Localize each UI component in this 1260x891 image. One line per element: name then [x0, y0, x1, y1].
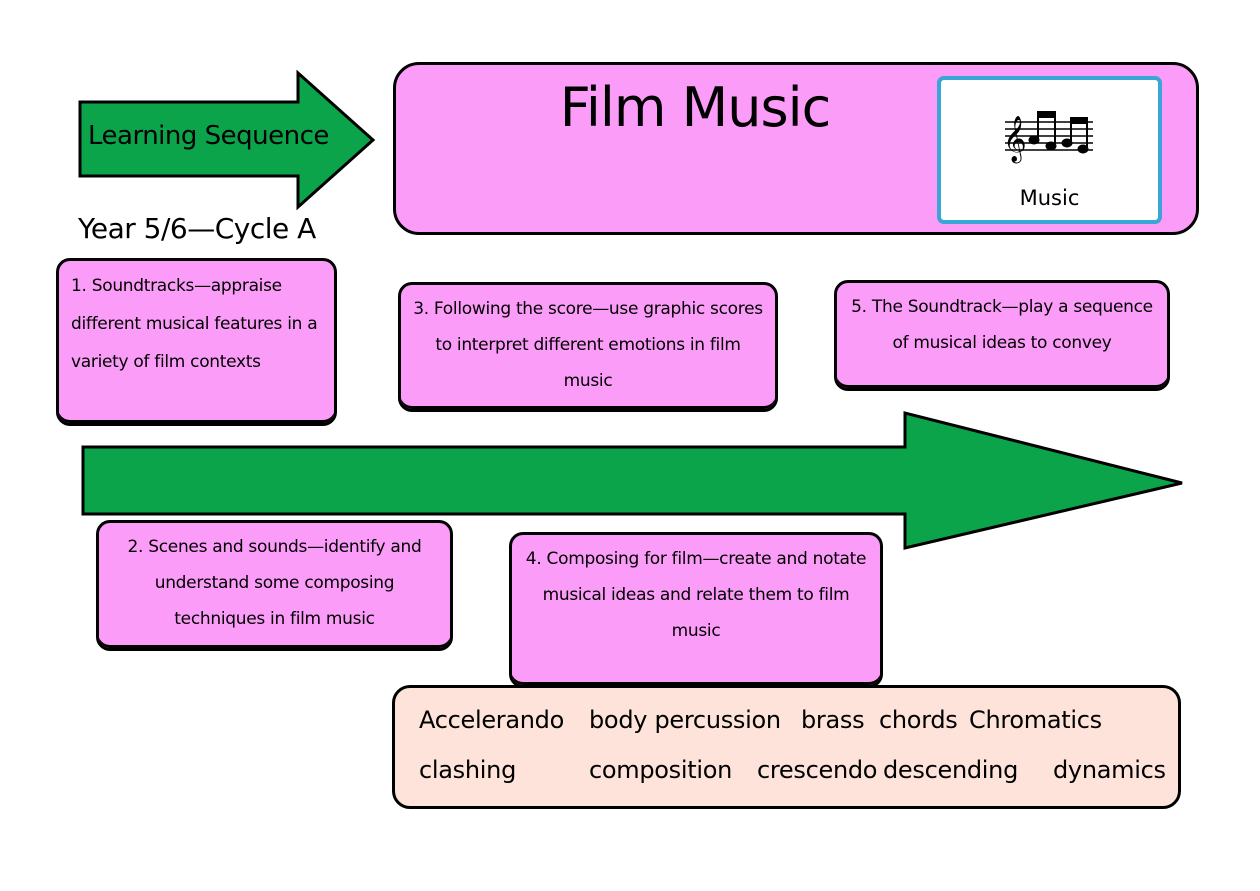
- step-2-box: 2. Scenes and sounds—identify and unders…: [96, 520, 453, 651]
- vocab-word: dynamics: [1053, 756, 1166, 784]
- step-4-text: 4. Composing for film—create and notate …: [525, 549, 867, 641]
- page-title: Film Music: [559, 76, 832, 139]
- svg-text:𝄞: 𝄞: [1003, 116, 1027, 164]
- step-3-box: 3. Following the score—use graphic score…: [398, 282, 778, 412]
- vocab-word: Accelerando: [419, 706, 564, 734]
- learning-sequence-arrow-shape: [78, 69, 376, 211]
- subject-card: 𝄞 Music: [937, 76, 1162, 224]
- step-5-box: 5. The Soundtrack—play a sequence of mus…: [834, 280, 1170, 391]
- vocab-word: composition: [589, 756, 733, 784]
- music-notes-icon: 𝄞: [1003, 111, 1093, 164]
- step-2-text: 2. Scenes and sounds—identify and unders…: [127, 537, 422, 629]
- step-5-text: 5. The Soundtrack—play a sequence of mus…: [851, 297, 1153, 353]
- step-1-box: 1. Soundtracks—appraise different musica…: [56, 258, 337, 426]
- step-3-text: 3. Following the score—use graphic score…: [413, 299, 763, 391]
- vocab-word: clashing: [419, 756, 516, 784]
- step-4-box: 4. Composing for film—create and notate …: [509, 532, 883, 688]
- vocab-word: chords: [879, 706, 958, 734]
- vocab-word: Chromatics: [969, 706, 1102, 734]
- vocab-word: body percussion: [589, 706, 781, 734]
- subject-label: Music: [1019, 186, 1080, 210]
- vocab-word: crescendo: [757, 756, 878, 784]
- vocabulary-box: Accelerando body percussion brass chords…: [392, 685, 1181, 809]
- step-1-text: 1. Soundtracks—appraise different musica…: [71, 276, 318, 372]
- cycle-label: Year 5/6—Cycle A: [78, 212, 316, 245]
- vocab-word: descending: [883, 756, 1019, 784]
- timeline-arrow-shape: [81, 411, 1183, 550]
- vocab-word: brass: [801, 706, 865, 734]
- learning-sequence-label: Learning Sequence: [88, 121, 329, 151]
